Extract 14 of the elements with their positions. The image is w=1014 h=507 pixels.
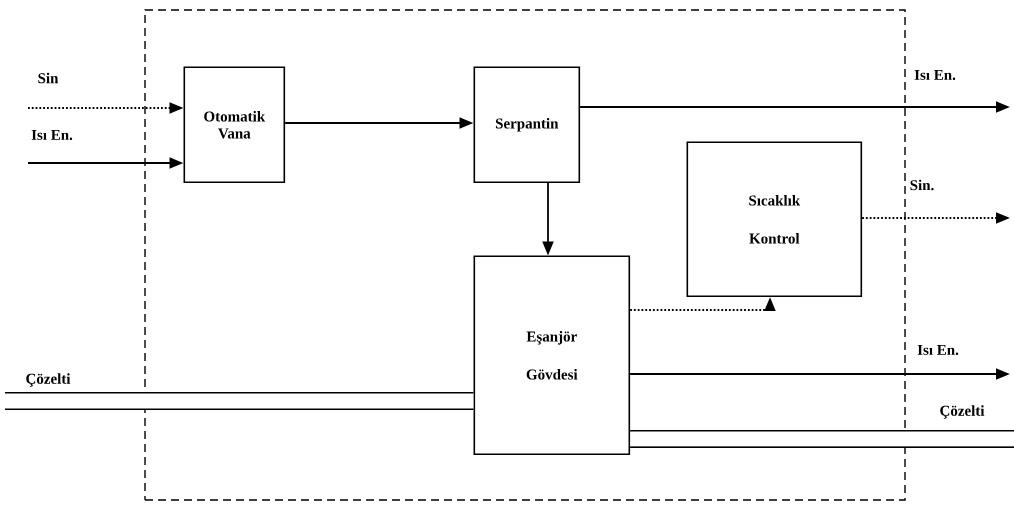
system-boundary [144, 9, 906, 501]
pipe-line [630, 430, 1014, 448]
process-box: Eşanjör Gövdesi [473, 255, 631, 456]
pipe-line [5, 392, 474, 410]
edge-label: Sin [36, 71, 60, 85]
edge-label: Isı En. [913, 69, 957, 81]
process-box: Otomatik Vana [183, 66, 286, 184]
process-box: Serpantin [473, 66, 581, 184]
edge-label: Çözelti [24, 372, 72, 388]
edge-label: Çözelti [938, 404, 986, 420]
edge-label: Sin. [908, 178, 936, 192]
edge-label: Isı En. [30, 129, 74, 141]
edge-label: Isı En. [916, 344, 960, 356]
process-box: Sıcaklık Kontrol [686, 141, 863, 298]
